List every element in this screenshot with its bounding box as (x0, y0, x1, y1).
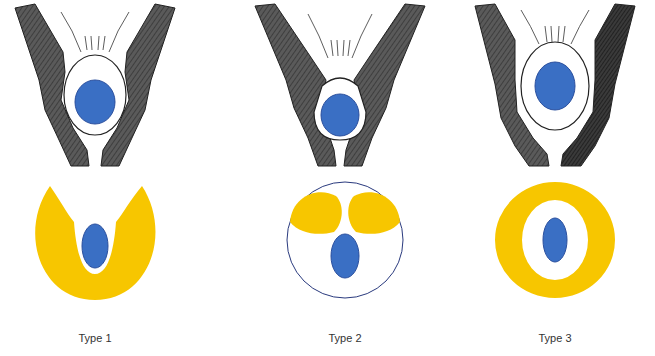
closure-figure (15, 4, 175, 166)
closure-pattern (35, 186, 155, 300)
closure-figure (255, 4, 425, 166)
caption-label: Type 1 (76, 332, 113, 345)
closure-figure (475, 4, 635, 166)
caption-label: Type 2 (326, 332, 363, 345)
closure-pattern (495, 182, 615, 298)
caption-label: Type 3 (536, 332, 573, 345)
closure-pattern (287, 182, 403, 298)
